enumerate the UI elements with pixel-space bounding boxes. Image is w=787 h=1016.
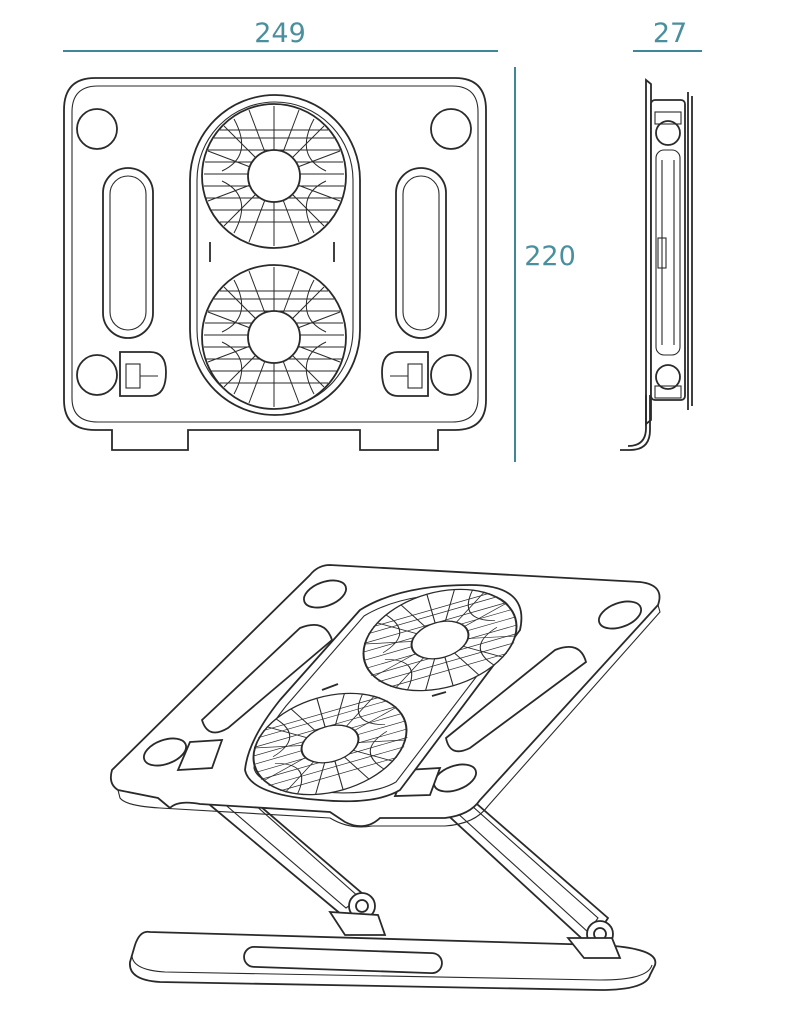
side-slot-right	[395, 167, 447, 339]
fan-lower-hub	[247, 310, 301, 364]
side-base-foot	[620, 395, 651, 451]
iso-clip-left	[176, 739, 224, 771]
front-view	[63, 77, 487, 451]
dimension-depth-label: 27	[653, 18, 687, 49]
iso-slot-left	[200, 624, 334, 734]
iso-slot-right	[445, 646, 588, 753]
isometric-view	[109, 564, 661, 991]
support-arm-left	[196, 780, 387, 936]
side-slot-left	[102, 167, 154, 339]
side-view	[620, 78, 693, 451]
iso-hole-front-left	[143, 737, 187, 767]
dimension-height-label: 220	[524, 241, 576, 272]
fan-lower	[201, 264, 347, 410]
fan-upper-hub	[247, 149, 301, 203]
corner-hole-top-left	[76, 108, 118, 150]
side-pivot-top	[655, 120, 681, 146]
iso-fan-upper	[350, 572, 530, 708]
corner-hole-top-right	[430, 108, 472, 150]
iso-hole-back-right	[598, 600, 642, 630]
base-slot	[243, 945, 443, 975]
dimension-width: 249	[63, 18, 498, 52]
dimension-width-label: 249	[254, 18, 306, 49]
iso-hole-back-left	[303, 579, 347, 609]
side-panel	[650, 99, 686, 401]
dimension-depth: 27	[633, 18, 702, 52]
corner-hole-bottom-right	[430, 354, 472, 396]
hinge-clip-right	[381, 351, 429, 397]
iso-fan-lower	[240, 676, 420, 812]
corner-hole-bottom-left	[76, 354, 118, 396]
side-pivot-bottom	[655, 364, 681, 390]
dimension-height: 220	[514, 67, 576, 462]
hinge-clip-left	[119, 351, 167, 397]
fan-upper	[201, 103, 347, 249]
